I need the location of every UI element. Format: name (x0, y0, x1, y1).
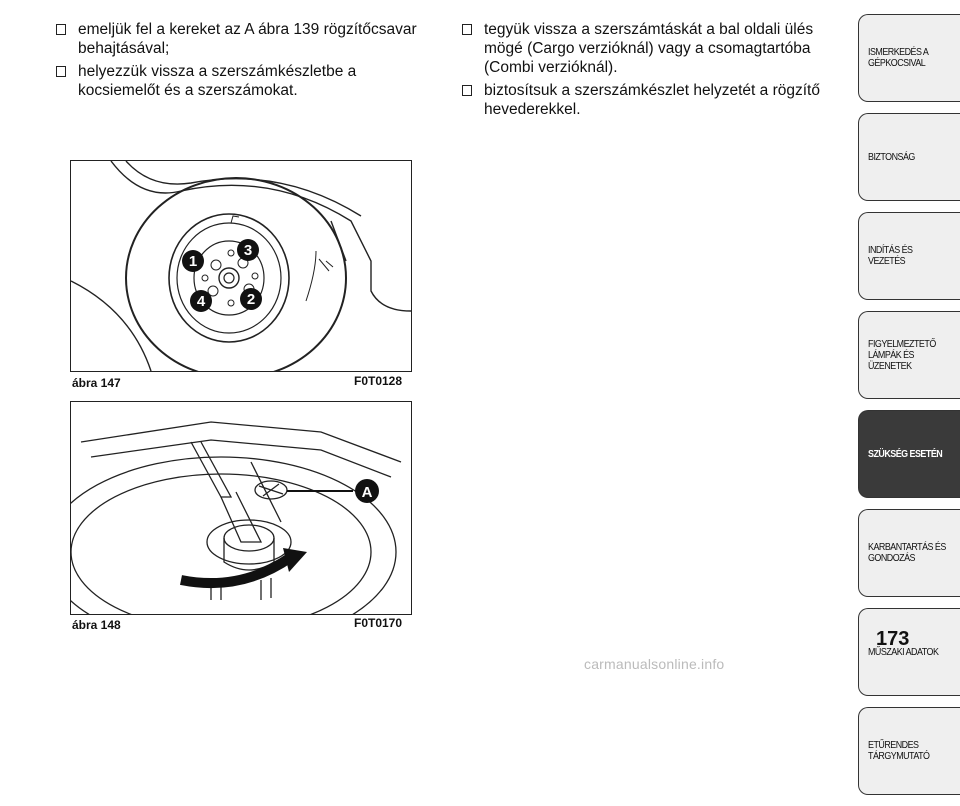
tab-targymutato[interactable]: ETŰRENDES TÁRGYMUTATÓ (858, 707, 960, 795)
watermark: carmanualsonline.info (584, 656, 725, 672)
bullet-item: biztosítsuk a szerszámkészlet helyzetét … (462, 81, 842, 119)
figure2-caption: ábra 148 (72, 618, 121, 632)
callout-2-label: 2 (247, 291, 255, 308)
figure1-code: F0T0128 (354, 374, 403, 388)
wheel-illustration: 1 2 3 4 (71, 161, 411, 371)
bullet-item: tegyük vissza a szerszámtáskát a bal old… (462, 20, 842, 77)
tab-figyelmezteto[interactable]: FIGYELMEZTETŐ LÁMPÁK ÉS ÜZENETEK (858, 311, 960, 399)
checkbox-bullet-icon (462, 85, 472, 96)
figure-wheel-bolts: 1 2 3 4 (70, 160, 412, 372)
callout-2-marker (240, 288, 262, 310)
figure2-code: F0T0170 (354, 616, 403, 630)
tab-ismerkedes[interactable]: ISMERKEDÉS A GÉPKOCSIVAL (858, 14, 960, 102)
bullet-item: helyezzük vissza a szerszámkészletbe a k… (56, 62, 436, 100)
tab-muszaki-adatok[interactable]: MŰSZAKI ADATOK (858, 608, 960, 696)
callout-a-marker (355, 479, 379, 503)
callout-1-label: 1 (189, 253, 197, 270)
left-column-bullets: emeljük fel a kereket az A ábra 139 rögz… (56, 20, 436, 104)
callout-1-marker (182, 250, 204, 272)
tab-biztonsag[interactable]: BIZTONSÁG (858, 113, 960, 201)
tab-karbantartas[interactable]: KARBANTARTÁS ÉS GONDOZÁS (858, 509, 960, 597)
tab-inditas[interactable]: INDÍTÁS ÉS VEZETÉS (858, 212, 960, 300)
checkbox-bullet-icon (56, 66, 66, 77)
figure-spare-wheel-screw: A (70, 401, 412, 615)
chapter-tabs: ISMERKEDÉS A GÉPKOCSIVAL BIZTONSÁG INDÍT… (858, 14, 960, 806)
page-number: 173 (876, 628, 910, 650)
callout-4-label: 4 (197, 293, 206, 310)
callout-a-label: A (362, 484, 373, 501)
callout-3-marker (237, 239, 259, 261)
checkbox-bullet-icon (56, 24, 66, 35)
checkbox-bullet-icon (462, 24, 472, 35)
spare-wheel-illustration: A (71, 421, 402, 614)
callout-3-label: 3 (244, 242, 252, 259)
tab-szukseg-eseten[interactable]: SZÜKSÉG ESETÉN (858, 410, 960, 498)
figure1-caption: ábra 147 (72, 376, 121, 390)
bullet-item: emeljük fel a kereket az A ábra 139 rögz… (56, 20, 436, 58)
right-column-bullets: tegyük vissza a szerszámtáskát a bal old… (462, 20, 842, 123)
callout-4-marker (190, 290, 212, 312)
